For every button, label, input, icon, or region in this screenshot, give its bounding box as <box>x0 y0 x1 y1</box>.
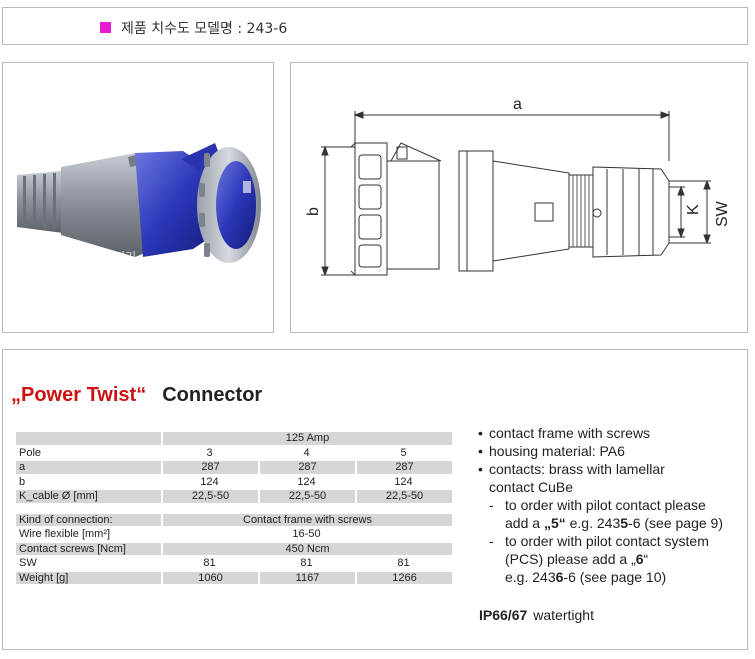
list-item: e.g. 2436-6 (see page 10) <box>505 569 667 585</box>
ip-text: watertight <box>533 607 594 623</box>
table-row: a 287 287 287 <box>16 461 452 474</box>
table-row: K_cable Ø [mm] 22,5-50 22,5-50 22,5-50 <box>16 490 452 503</box>
table-row: Weight [g] 1060 1167 1266 <box>16 571 452 584</box>
dim-k-label: K <box>685 204 702 215</box>
table-row: Pole 3 4 5 <box>19 446 407 459</box>
spec-panel: „Power Twist“ Connector 125 Amp Pole 3 4 … <box>2 349 748 650</box>
dim-b-label: b <box>305 207 322 216</box>
magenta-square-icon <box>100 22 111 33</box>
list-item: (PCS) please add a „6“ <box>505 551 649 567</box>
connector-photo <box>17 143 261 263</box>
dimension-drawing-panel: a b <box>290 62 748 333</box>
table-row: Contact screws [Ncm] 450 Ncm <box>16 542 452 555</box>
table-row: SW 81 81 81 <box>19 557 410 569</box>
dimension-drawing: a b <box>305 96 731 277</box>
table-row: Wire flexible [mm²] 16-50 <box>19 528 321 540</box>
list-item: to order with pilot contact system <box>477 532 723 550</box>
brand-name: „Power Twist“ <box>11 384 147 406</box>
ip-code: IP66/67 <box>479 607 528 623</box>
table-row: b 124 124 124 <box>19 475 413 488</box>
feature-list: contact frame with screws housing materi… <box>477 424 723 586</box>
model-header: 제품 치수도 모델명 : 243-6 <box>2 7 748 45</box>
dim-sw-label: SW <box>714 200 731 227</box>
list-item: contact CuBe <box>489 479 574 495</box>
product-heading: „Power Twist“ Connector <box>11 384 262 407</box>
product-name: Connector <box>162 384 263 406</box>
list-item: contact frame with screws <box>477 424 723 442</box>
watermark-text: 보영전기 <box>92 250 137 264</box>
table-row: Kind of connection: Contact frame with s… <box>16 513 452 526</box>
ip-rating: IP66/67 watertight <box>479 607 594 623</box>
table-row: 125 Amp <box>16 432 452 445</box>
list-item: housing material: PA6 <box>477 442 723 460</box>
list-item: to order with pilot contact please <box>477 496 723 514</box>
model-title: 제품 치수도 모델명 : 243-6 <box>121 21 288 37</box>
amp-header: 125 Amp <box>161 432 452 445</box>
list-item: add a „5“ e.g. 2435-6 (see page 9) <box>505 515 723 531</box>
product-photo-panel: 보영전기 <box>2 62 274 333</box>
dim-a-label: a <box>513 96 522 113</box>
spec-table: 125 Amp Pole 3 4 5 a 287 287 287 b 124 1… <box>16 430 452 586</box>
list-item: contacts: brass with lamellar <box>477 460 723 478</box>
